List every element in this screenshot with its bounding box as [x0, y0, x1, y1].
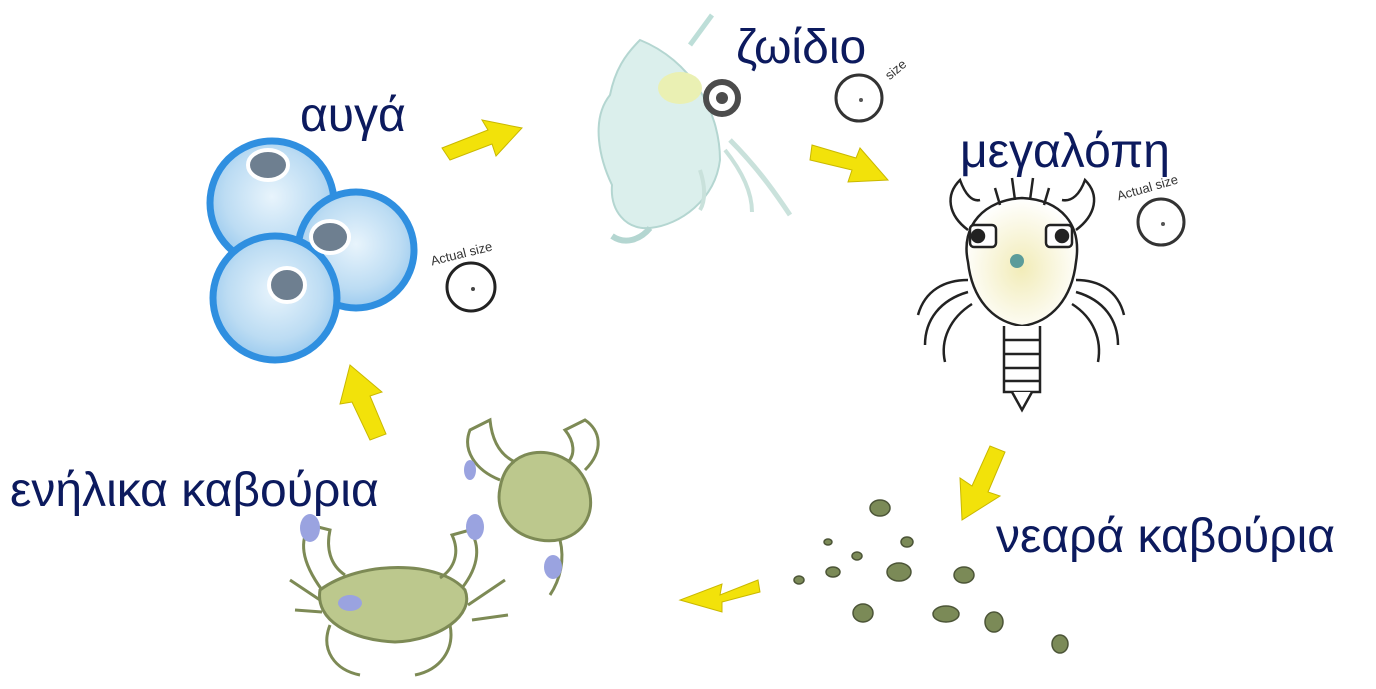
stage-label-zoea: ζωίδιο: [736, 24, 866, 72]
arrow-megalopa-to-juvenile: [960, 446, 1005, 520]
stage-label-eggs: αυγά: [300, 92, 406, 140]
eggs-actual-size-marker: [447, 263, 495, 311]
stage-label-megalopa: μεγαλόπη: [960, 128, 1170, 176]
megalopa-actual-size-marker: [1138, 199, 1184, 245]
zoea-actual-size-marker: [836, 75, 882, 121]
arrow-juvenile-to-adult: [680, 580, 760, 612]
stage-label-juvenile: νεαρά καβούρια: [996, 513, 1335, 561]
adult-crabs-illustration: [290, 420, 598, 675]
adult-crab-lower: [290, 514, 508, 675]
eggs-illustration: [210, 141, 414, 360]
stage-label-adult: ενήλικα καβούρια: [10, 467, 379, 515]
arrow-adult-to-eggs: [340, 365, 386, 440]
arrow-eggs-to-zoea: [442, 120, 522, 160]
arrow-zoea-to-megalopa: [810, 145, 888, 182]
megalopa-illustration: [918, 178, 1124, 410]
adult-crab-upper: [464, 420, 598, 595]
